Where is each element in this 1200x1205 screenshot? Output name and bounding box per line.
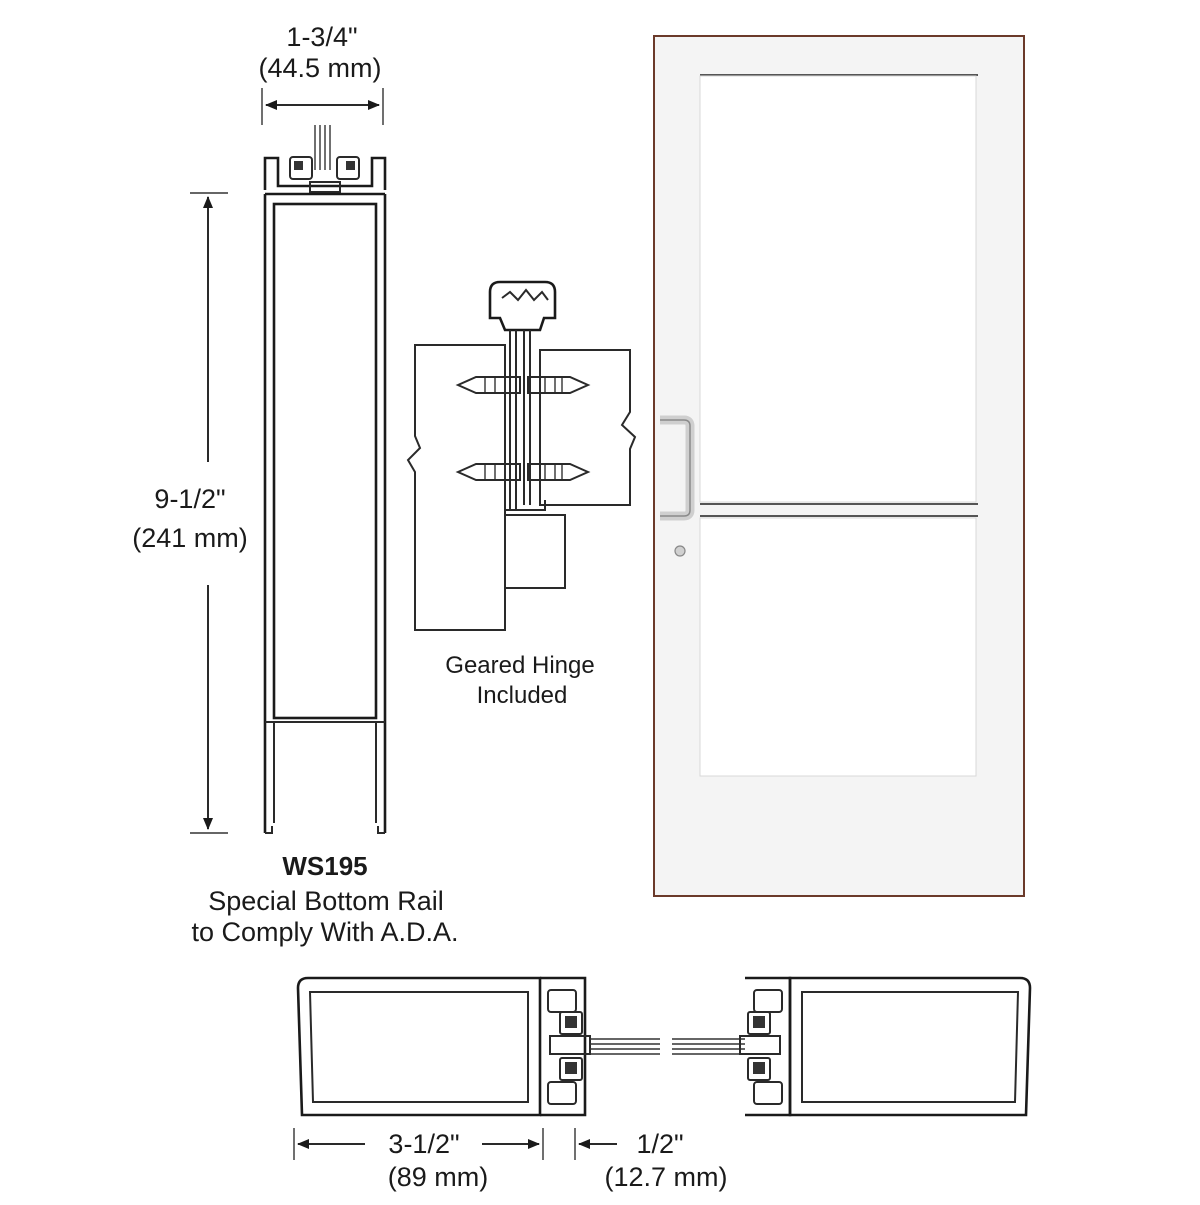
rail-caption-line2: to Comply With A.D.A. xyxy=(191,917,458,947)
stile-width-dimension: 3-1/2" (89 mm) xyxy=(293,1128,544,1192)
top-width-imperial: 1-3/4" xyxy=(286,22,357,52)
hinge-caption-line1: Geared Hinge xyxy=(445,652,594,679)
door-upper-glass xyxy=(699,75,977,503)
rail-height-metric: (241 mm) xyxy=(132,523,248,553)
stile-width-metric: (89 mm) xyxy=(388,1162,489,1192)
geared-hinge-detail xyxy=(406,280,637,631)
glass-lites xyxy=(590,1038,745,1055)
gap-dimension: 1/2" (12.7 mm) xyxy=(574,1128,728,1192)
stile-plan-section-right xyxy=(739,976,1032,1117)
rail-caption-line1: Special Bottom Rail xyxy=(208,886,444,916)
top-width-metric: (44.5 mm) xyxy=(258,53,381,83)
rail-model-label: WS195 xyxy=(282,851,367,881)
hinge-caption-line2: Included xyxy=(477,682,568,709)
gap-metric: (12.7 mm) xyxy=(604,1162,727,1192)
stile-plan-section-left xyxy=(296,976,591,1117)
rail-height-imperial: 9-1/2" xyxy=(154,484,225,514)
lock-cylinder-icon xyxy=(674,545,686,557)
rail-caption: WS195 Special Bottom Rail to Comply With… xyxy=(191,851,458,947)
bottom-rail-section xyxy=(263,125,387,834)
hinge-caption: Geared Hinge Included xyxy=(445,652,594,709)
rail-height-dimension: 9-1/2" (241 mm) xyxy=(132,192,248,834)
door-lower-glass xyxy=(699,517,977,777)
door-elevation xyxy=(653,35,1025,897)
top-width-dimension: 1-3/4" (44.5 mm) xyxy=(258,22,384,125)
gap-imperial: 1/2" xyxy=(636,1129,683,1159)
stile-width-imperial: 3-1/2" xyxy=(388,1129,459,1159)
